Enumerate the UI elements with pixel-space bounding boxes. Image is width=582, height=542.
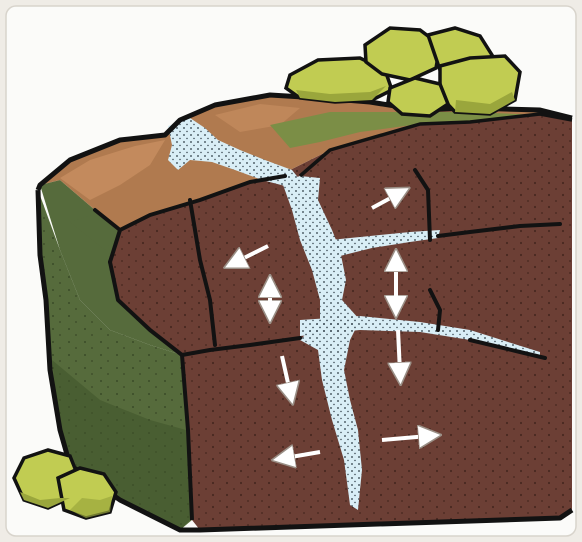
expansion-arrow: [398, 330, 400, 372]
